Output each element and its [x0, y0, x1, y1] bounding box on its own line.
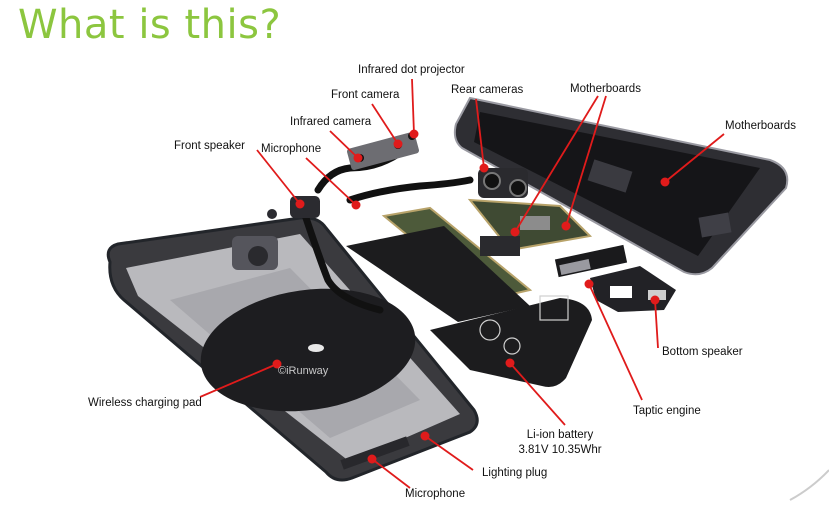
front-speaker-module [267, 196, 320, 219]
label-battery-line1: Li-ion battery [526, 429, 594, 441]
label-bottom-speaker: Bottom speaker [662, 346, 743, 358]
corner-decoration [789, 469, 829, 501]
label-taptic-engine: Taptic engine [633, 405, 701, 417]
label-infrared-camera: Infrared camera [290, 116, 372, 128]
label-front-speaker: Front speaker [174, 140, 245, 152]
label-wireless-charging-pad: Wireless charging pad [88, 397, 202, 409]
label-microphone-top: Microphone [261, 143, 322, 155]
page-title: What is this? [18, 2, 282, 48]
pointer-lines [199, 78, 725, 489]
label-battery-line2: 3.81V 10.35Whr [518, 444, 602, 456]
label-lighting-plug: Lighting plug [482, 467, 548, 479]
label-motherboards-right: Motherboards [725, 120, 796, 132]
label-front-camera: Front camera [331, 89, 400, 101]
battery [346, 226, 592, 387]
pointer-dots [272, 129, 670, 464]
watermark: ©iRunway [278, 365, 329, 377]
label-rear-cameras: Rear cameras [451, 84, 524, 96]
display-module [453, 96, 789, 276]
label-infrared-dot-projector: Infrared dot projector [358, 64, 465, 76]
label-motherboards-center: Motherboards [570, 83, 641, 95]
bottom-speaker-part [590, 266, 676, 312]
taptic-engine-part [554, 244, 628, 278]
label-li-ion-battery: Li-ion battery 3.81V 10.35Whr [518, 428, 601, 458]
phone-frame [106, 216, 479, 482]
label-microphone-bottom: Microphone [405, 488, 466, 500]
rear-camera-module [478, 168, 528, 198]
